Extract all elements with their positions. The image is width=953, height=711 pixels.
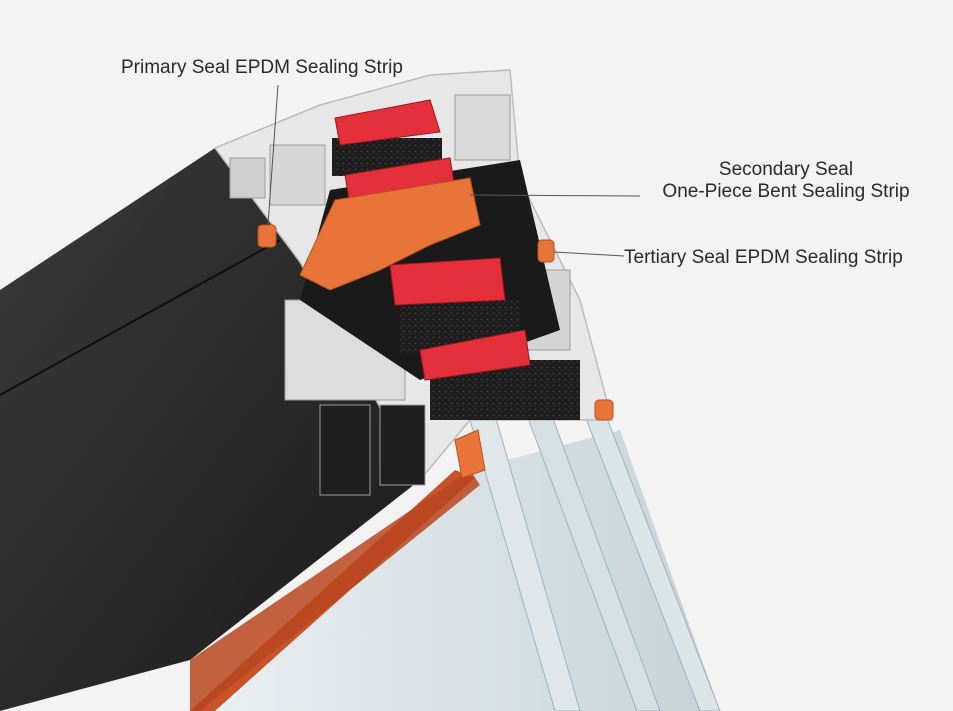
frame-groove [0,239,281,396]
chamber [229,157,266,199]
primary-seal-gasket [257,224,277,248]
secondary-seal-strip [299,177,481,291]
interior-trim-lower [190,470,480,711]
leader-line-secondary [469,194,641,197]
label-secondary-seal-line2: One-Piece Bent Sealing Strip [662,181,910,202]
chamber [379,404,426,486]
label-tertiary-seal: Tertiary Seal EPDM Sealing Strip [624,247,903,268]
label-primary-seal: Primary Seal EPDM Sealing Strip [121,57,403,78]
chamber [269,144,326,206]
chamber [319,404,371,496]
frame-face [0,148,420,711]
glass-pane-area [220,430,720,711]
label-secondary-seal-line1: Secondary Seal [718,159,854,180]
label-secondary-seal: Secondary Seal One-Piece Bent Sealing St… [641,159,931,203]
glazing-gasket [594,399,614,421]
thermal-break-lower [419,329,531,381]
glazing-bead-gasket [454,429,486,479]
thermal-break-top [334,99,441,146]
tertiary-seal-gasket [537,239,555,263]
leader-line-primary [267,84,279,226]
chamber [454,94,511,161]
thermal-break-center [389,257,506,306]
leader-line-tertiary [553,251,625,257]
